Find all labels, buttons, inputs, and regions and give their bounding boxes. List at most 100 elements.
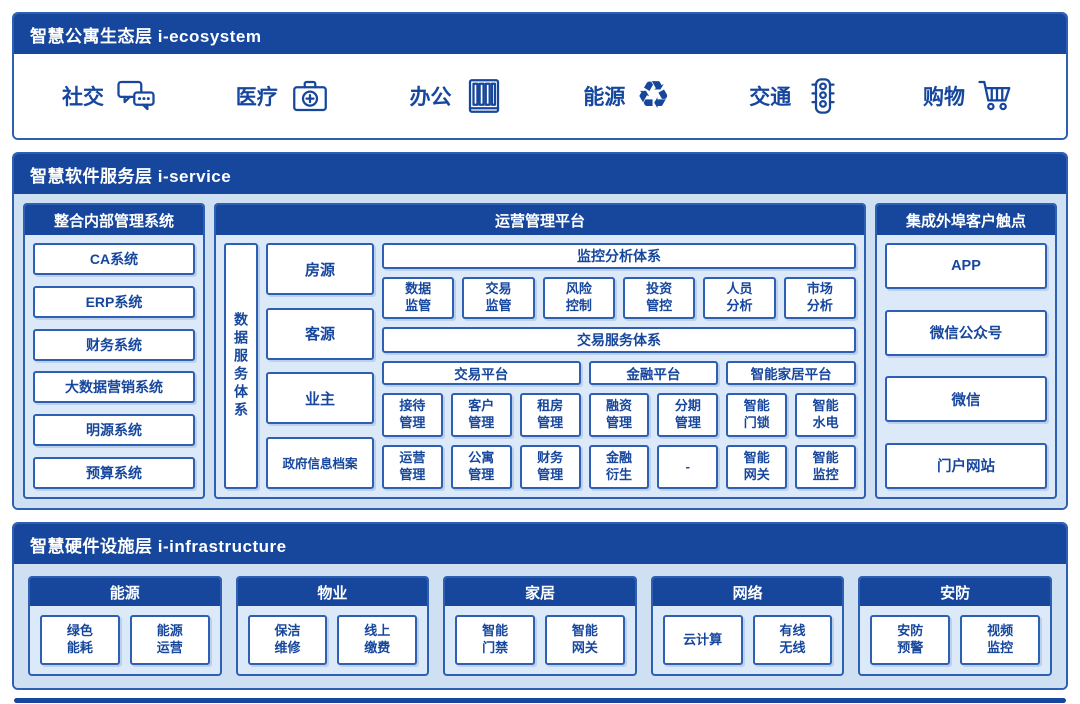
transaction-cell: 金融 衍生 bbox=[588, 445, 650, 489]
operations-platform-title: 运营管理平台 bbox=[216, 205, 864, 235]
infra-cell: 智能 门禁 bbox=[455, 615, 535, 665]
infra-cell: 视频 监控 bbox=[960, 615, 1040, 665]
infra-cell: 安防 预警 bbox=[870, 615, 951, 665]
monitoring-cell: 市场 分析 bbox=[783, 277, 856, 319]
ecosystem-layer-section: 智慧公寓生态层 i-ecosystem 社交 医疗 bbox=[12, 12, 1068, 140]
trade-platform-label: 交易平台 bbox=[382, 361, 581, 385]
transaction-cell: 接待 管理 bbox=[382, 393, 443, 437]
ecosystem-items-row: 社交 医疗 bbox=[14, 54, 1066, 138]
list-item: ERP系统 bbox=[33, 285, 195, 318]
infra-group-title: 家居 bbox=[445, 578, 635, 606]
transaction-cell: - bbox=[657, 445, 719, 489]
list-item: 微信 bbox=[885, 376, 1047, 423]
monitoring-cell: 数据 监管 bbox=[382, 277, 455, 319]
infrastructure-section: 智慧硬件设施层 i-infrastructure 能源 绿色 能耗 能源 运营 … bbox=[12, 522, 1068, 690]
transaction-cell: 智能 门锁 bbox=[726, 393, 788, 437]
list-item: 预算系统 bbox=[33, 456, 195, 489]
internal-systems-panel: 整合内部管理系统 CA系统 ERP系统 财务系统 大数据营销系统 明源系统 预算… bbox=[23, 203, 205, 499]
ecosystem-item-label: 购物 bbox=[922, 86, 965, 109]
transaction-cell: 智能 监控 bbox=[795, 445, 856, 489]
infra-cell: 智能 网关 bbox=[544, 615, 625, 665]
touchpoints-panel: 集成外埠客户触点 APP 微信公众号 微信 门户网站 bbox=[875, 203, 1057, 499]
operations-platform-panel: 运营管理平台 数据服务体系 房源 客源 业主 政府信息档案 监控分析体系 数据 … bbox=[214, 203, 866, 499]
list-item: 大数据营销系统 bbox=[33, 371, 195, 404]
monitoring-cell: 投资 管控 bbox=[623, 277, 696, 319]
ecosystem-item-label: 办公 bbox=[409, 86, 452, 109]
transaction-cell: 公寓 管理 bbox=[450, 445, 512, 489]
transaction-cell: 运营 管理 bbox=[382, 445, 443, 489]
service-layer-section: 智慧软件服务层 i-service 整合内部管理系统 CA系统 ERP系统 财务… bbox=[12, 152, 1068, 510]
finance-platform-label: 金融平台 bbox=[588, 361, 719, 385]
traffic-light-icon bbox=[802, 75, 844, 117]
internal-systems-title: 整合内部管理系统 bbox=[25, 205, 203, 235]
infra-group-title: 安防 bbox=[860, 578, 1050, 606]
list-item: APP bbox=[885, 243, 1047, 289]
list-item: CA系统 bbox=[33, 243, 195, 275]
infra-group-security: 安防 安防 预警 视频 监控 bbox=[858, 576, 1052, 676]
monitoring-system-title: 监控分析体系 bbox=[382, 243, 856, 269]
ecosystem-layer-title: 智慧公寓生态层 i-ecosystem bbox=[30, 26, 262, 46]
ecosystem-item-label: 交通 bbox=[749, 86, 792, 109]
infrastructure-header: 智慧硬件设施层 i-infrastructure bbox=[14, 524, 1066, 564]
shopping-cart-icon bbox=[976, 75, 1018, 117]
infra-group-body: 云计算 有线 无线 bbox=[653, 606, 843, 674]
platform-headers-row: 交易平台 金融平台 智能家居平台 bbox=[382, 361, 856, 385]
transaction-cell: 融资 管理 bbox=[588, 393, 650, 437]
infra-group-title: 网络 bbox=[652, 578, 843, 606]
list-item: 财务系统 bbox=[33, 328, 195, 361]
recycle-icon: ♻ bbox=[636, 75, 671, 117]
infra-group-body: 保洁 维修 线上 缴费 bbox=[238, 606, 428, 674]
internal-systems-list: CA系统 ERP系统 财务系统 大数据营销系统 明源系统 预算系统 bbox=[25, 235, 203, 497]
service-layer-content: 整合内部管理系统 CA系统 ERP系统 财务系统 大数据营销系统 明源系统 预算… bbox=[14, 194, 1066, 508]
platform-grid: 监控分析体系 数据 监管 交易 监管 风险 控制 投资 管控 人员 分析 市场 … bbox=[382, 243, 856, 489]
ecosystem-item-label: 医疗 bbox=[235, 86, 278, 109]
ecosystem-item-medical: 医疗 bbox=[236, 75, 331, 117]
ecosystem-item-label: 社交 bbox=[62, 86, 104, 109]
infra-group-network: 网络 云计算 有线 无线 bbox=[650, 576, 845, 676]
smart-home-platform-label: 智能家居平台 bbox=[726, 361, 856, 385]
chat-bubbles-icon bbox=[115, 75, 157, 117]
office-building-icon bbox=[463, 75, 505, 117]
transaction-cell: 租房 管理 bbox=[519, 393, 581, 437]
data-service-system-label: 数据服务体系 bbox=[224, 243, 258, 489]
list-item: 客源 bbox=[266, 307, 374, 360]
infrastructure-title: 智慧硬件设施层 i-infrastructure bbox=[30, 536, 287, 556]
monitoring-cell: 人员 分析 bbox=[703, 277, 776, 319]
ecosystem-item-label: 能源 bbox=[583, 86, 626, 109]
monitoring-items-row: 数据 监管 交易 监管 风险 控制 投资 管控 人员 分析 市场 分析 bbox=[382, 277, 856, 319]
infra-cell: 线上 缴费 bbox=[337, 615, 418, 665]
touchpoints-list: APP 微信公众号 微信 门户网站 bbox=[877, 235, 1055, 497]
infra-group-body: 绿色 能耗 能源 运营 bbox=[30, 606, 220, 674]
service-layer-title: 智慧软件服务层 i-service bbox=[30, 166, 232, 186]
list-item: 微信公众号 bbox=[885, 309, 1047, 356]
transaction-row-2: 运营 管理 公寓 管理 财务 管理 金融 衍生 - 智能 网关 智能 监控 bbox=[382, 445, 856, 489]
bottom-accent-bar bbox=[14, 698, 1066, 703]
infra-cell: 绿色 能耗 bbox=[40, 615, 120, 665]
list-item: 门户网站 bbox=[885, 442, 1047, 489]
transaction-cell: 智能 网关 bbox=[726, 445, 788, 489]
transaction-row-1: 接待 管理 客户 管理 租房 管理 融资 管理 分期 管理 智能 门锁 智能 水… bbox=[382, 393, 856, 437]
list-item: 业主 bbox=[266, 372, 374, 425]
ecosystem-layer-header: 智慧公寓生态层 i-ecosystem bbox=[14, 14, 1066, 54]
transaction-cell: 分期 管理 bbox=[657, 393, 719, 437]
infra-group-property: 物业 保洁 维修 线上 缴费 bbox=[235, 576, 430, 676]
service-layer-header: 智慧软件服务层 i-service bbox=[14, 154, 1066, 194]
monitoring-cell: 交易 监管 bbox=[462, 277, 535, 319]
transaction-system-title: 交易服务体系 bbox=[382, 327, 856, 353]
ecosystem-item-energy: 能源 ♻ bbox=[583, 75, 670, 117]
list-item: 政府信息档案 bbox=[266, 436, 374, 489]
ecosystem-item-traffic: 交通 bbox=[749, 75, 844, 117]
infra-cell: 保洁 维修 bbox=[247, 615, 328, 665]
infra-group-body: 安防 预警 视频 监控 bbox=[860, 606, 1050, 674]
operations-platform-body: 数据服务体系 房源 客源 业主 政府信息档案 监控分析体系 数据 监管 交易 监… bbox=[216, 235, 864, 497]
infrastructure-content: 能源 绿色 能耗 能源 运营 物业 保洁 维修 线上 缴费 家居 智能 门禁 智… bbox=[14, 564, 1066, 688]
transaction-cell: 财务 管理 bbox=[519, 445, 581, 489]
ecosystem-item-office: 办公 bbox=[410, 75, 505, 117]
infra-cell: 云计算 bbox=[662, 615, 743, 665]
transaction-cell: 客户 管理 bbox=[450, 393, 512, 437]
infra-group-body: 智能 门禁 智能 网关 bbox=[445, 606, 635, 674]
infra-group-title: 能源 bbox=[30, 578, 220, 606]
list-item: 明源系统 bbox=[33, 414, 195, 447]
ecosystem-item-shopping: 购物 bbox=[923, 75, 1018, 117]
